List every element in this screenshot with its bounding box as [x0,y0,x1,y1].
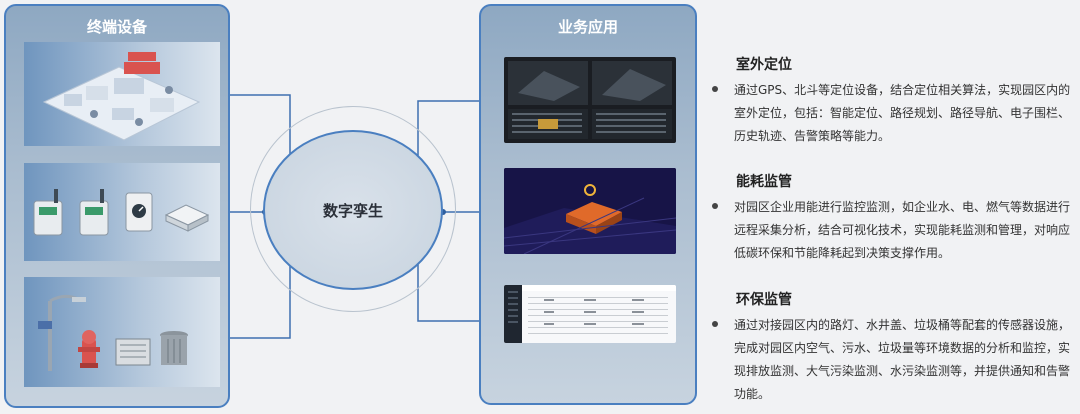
facility-icons [38,294,188,371]
gateway-device-icon [164,204,210,232]
environment-monitoring-screenshot [504,285,676,343]
device-card-smart-office [24,42,220,146]
feature-title: 能耗监管 [736,174,792,190]
device-card-meters [24,163,220,261]
bullet-icon [712,321,718,327]
electric-meter-icon [79,189,109,236]
bullet-icon [712,203,718,209]
manhole-grate-icon [115,338,151,366]
device-card-facilities [24,277,220,387]
feature-title: 环保监管 [736,292,792,308]
street-light-icon [38,294,86,371]
digital-twin-hub: 数字孪生 [263,130,443,290]
feature-description: 通过GPS、北斗等定位设备，结合定位相关算法，实现园区内的室外定位，包括：智能定… [734,83,1071,143]
feature-outdoor-positioning: 室外定位 通过GPS、北斗等定位设备，结合定位相关算法，实现园区内的室外定位，包… [706,54,1076,148]
terminal-devices-title: 终端设备 [86,18,147,36]
hub-label: 数字孪生 [322,202,383,220]
trash-bin-icon [160,331,188,365]
water-meter-icon [33,189,63,236]
feature-title: 室外定位 [736,57,792,73]
energy-monitoring-screenshot [504,168,676,254]
smart-meter-icons [33,189,210,236]
night-campus-thumbnail [504,168,676,254]
isometric-office-illustration [42,52,201,141]
feature-description: 通过对接园区内的路灯、水井盖、垃圾桶等配套的传感器设施，完成对园区内空气、污水、… [734,318,1071,401]
bullet-icon [712,86,718,92]
fire-hydrant-icon [78,330,100,368]
admin-table-thumbnail [504,285,676,343]
gas-meter-icon [125,192,153,232]
feature-description: 对园区企业用能进行监控监测，如企业水、电、燃气等数据进行远程采集分析，结合可视化… [734,200,1071,260]
feature-energy-monitoring: 能耗监管 对园区企业用能进行监控监测，如企业水、电、燃气等数据进行远程采集分析，… [706,171,1076,265]
business-apps-title: 业务应用 [557,18,618,36]
feature-environment-monitoring: 环保监管 通过对接园区内的路灯、水井盖、垃圾桶等配套的传感器设施，完成对园区内空… [706,289,1076,406]
dark-dashboard-thumbnail [508,61,672,139]
outdoor-positioning-screenshot [504,57,676,143]
hub-outer-ring [250,106,456,312]
